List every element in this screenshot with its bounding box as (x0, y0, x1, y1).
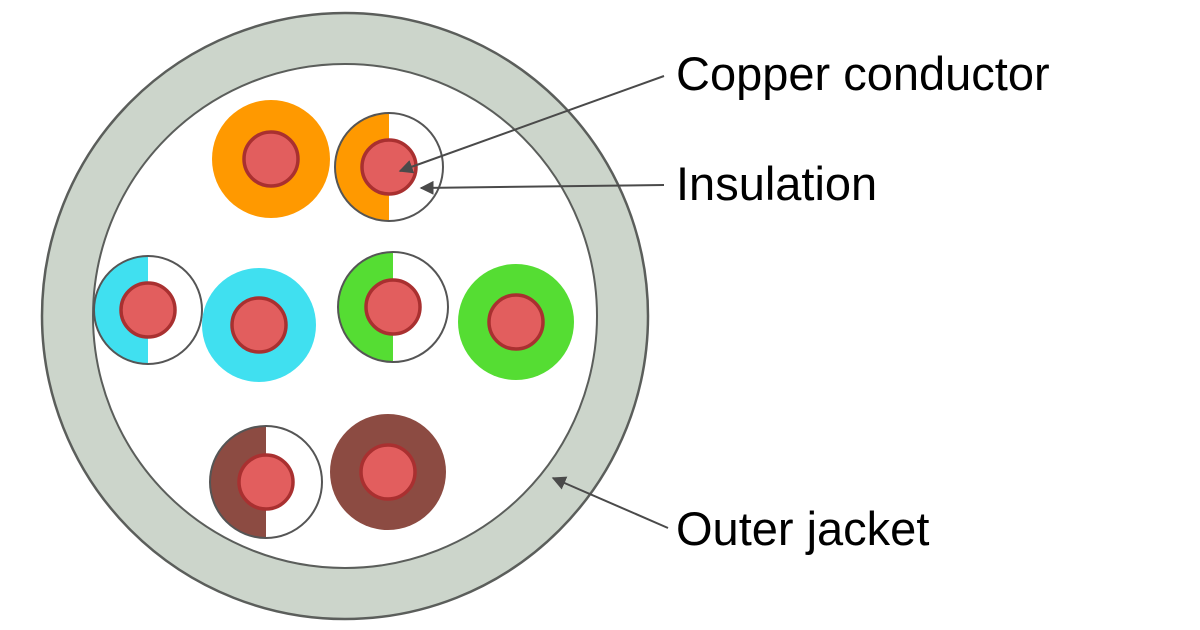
wire-orange-white-striped (334, 112, 444, 222)
copper-conductor-label: Copper conductor (676, 47, 1050, 100)
outer-jacket-label: Outer jacket (676, 502, 930, 555)
copper-conductor (237, 453, 295, 511)
copper-conductor (359, 443, 417, 501)
copper-conductor (364, 278, 422, 336)
wire-brown-white-striped (209, 425, 323, 539)
wire-cyan-solid (202, 268, 316, 382)
wire-cyan-white-striped (93, 255, 203, 365)
copper-conductor-leader-line (398, 75, 665, 174)
wire-brown-solid (330, 414, 446, 530)
outer-jacket-leader-line (551, 476, 669, 529)
copper-conductor (119, 281, 177, 339)
copper-conductor (360, 138, 418, 196)
insulation-outline (93, 255, 203, 365)
insulation-outline (337, 251, 449, 363)
wire-green-solid (458, 264, 574, 380)
insulation-outline (209, 425, 323, 539)
insulation-outline (334, 112, 444, 222)
insulation-label: Insulation (676, 157, 878, 210)
copper-conductor (487, 293, 545, 351)
wire-orange-solid (212, 100, 330, 218)
copper-conductor (230, 296, 288, 354)
insulation-leader-line (419, 180, 665, 195)
wire-green-white-striped (337, 251, 449, 363)
copper-conductor (242, 130, 300, 188)
